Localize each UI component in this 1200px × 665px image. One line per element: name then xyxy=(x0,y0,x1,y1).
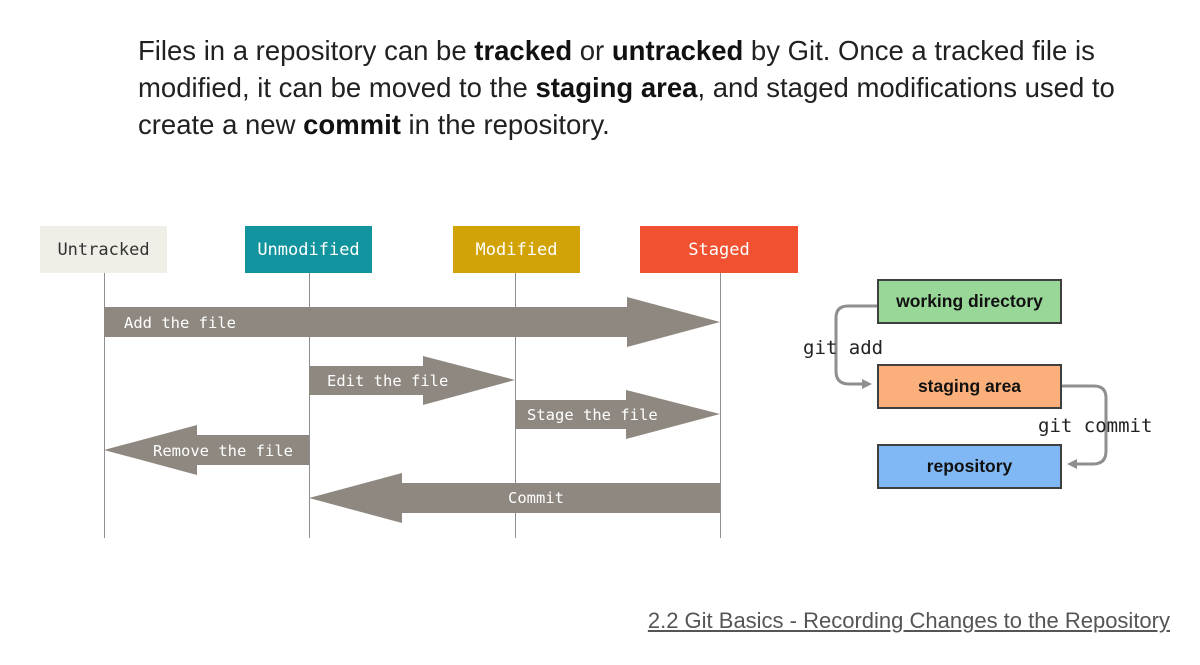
intro-bold-staging-area: staging area xyxy=(535,72,698,103)
workflow-connectors xyxy=(834,304,1108,469)
arrow-label-add-the-file: Add the file xyxy=(124,314,236,332)
arrow-edit-the-file xyxy=(309,356,515,405)
intro-text: in the repository. xyxy=(400,109,610,140)
state-modified: Modified xyxy=(453,226,580,273)
state-staged: Staged xyxy=(640,226,798,273)
intro-text: by Git. Once a tracked file is modified,… xyxy=(138,35,1095,103)
transition-arrows: Add the file Edit the file Stage the fil… xyxy=(104,297,720,523)
arrow-remove-the-file xyxy=(104,425,309,475)
reference-link[interactable]: 2.2 Git Basics - Recording Changes to th… xyxy=(647,608,1170,633)
staging-area-box: staging area xyxy=(877,364,1062,409)
repository-box: repository xyxy=(877,444,1062,489)
intro-bold-untracked: untracked xyxy=(611,35,744,66)
intro-paragraph: Files in a repository can be tracked or … xyxy=(138,32,1168,143)
untracked-lifeline xyxy=(104,273,105,538)
intro-text: or xyxy=(572,35,612,66)
arrow-label-remove-the-file: Remove the file xyxy=(153,442,293,460)
arrow-label-edit-the-file: Edit the file xyxy=(327,372,448,390)
arrow-commit xyxy=(309,473,720,523)
git-add-label: git add xyxy=(803,337,884,359)
git-commit-connector xyxy=(1061,384,1108,469)
arrow-add-the-file xyxy=(104,297,720,347)
working-directory-box: working directory xyxy=(877,279,1062,324)
intro-text: Files in a repository can be xyxy=(138,35,475,66)
git-add-connector xyxy=(834,304,877,389)
intro-text: , and staged modifications used to creat… xyxy=(138,72,1115,140)
git-commit-label: git commit xyxy=(1038,415,1153,437)
arrow-stage-the-file xyxy=(515,390,720,439)
unmodified-lifeline xyxy=(309,273,310,538)
intro-bold-tracked: tracked xyxy=(474,35,573,66)
state-untracked: Untracked xyxy=(40,226,167,273)
state-unmodified: Unmodified xyxy=(245,226,372,273)
intro-bold-commit: commit xyxy=(303,109,401,140)
arrow-label-commit: Commit xyxy=(508,489,564,507)
staged-lifeline xyxy=(720,273,721,538)
arrow-label-stage-the-file: Stage the file xyxy=(527,406,658,424)
